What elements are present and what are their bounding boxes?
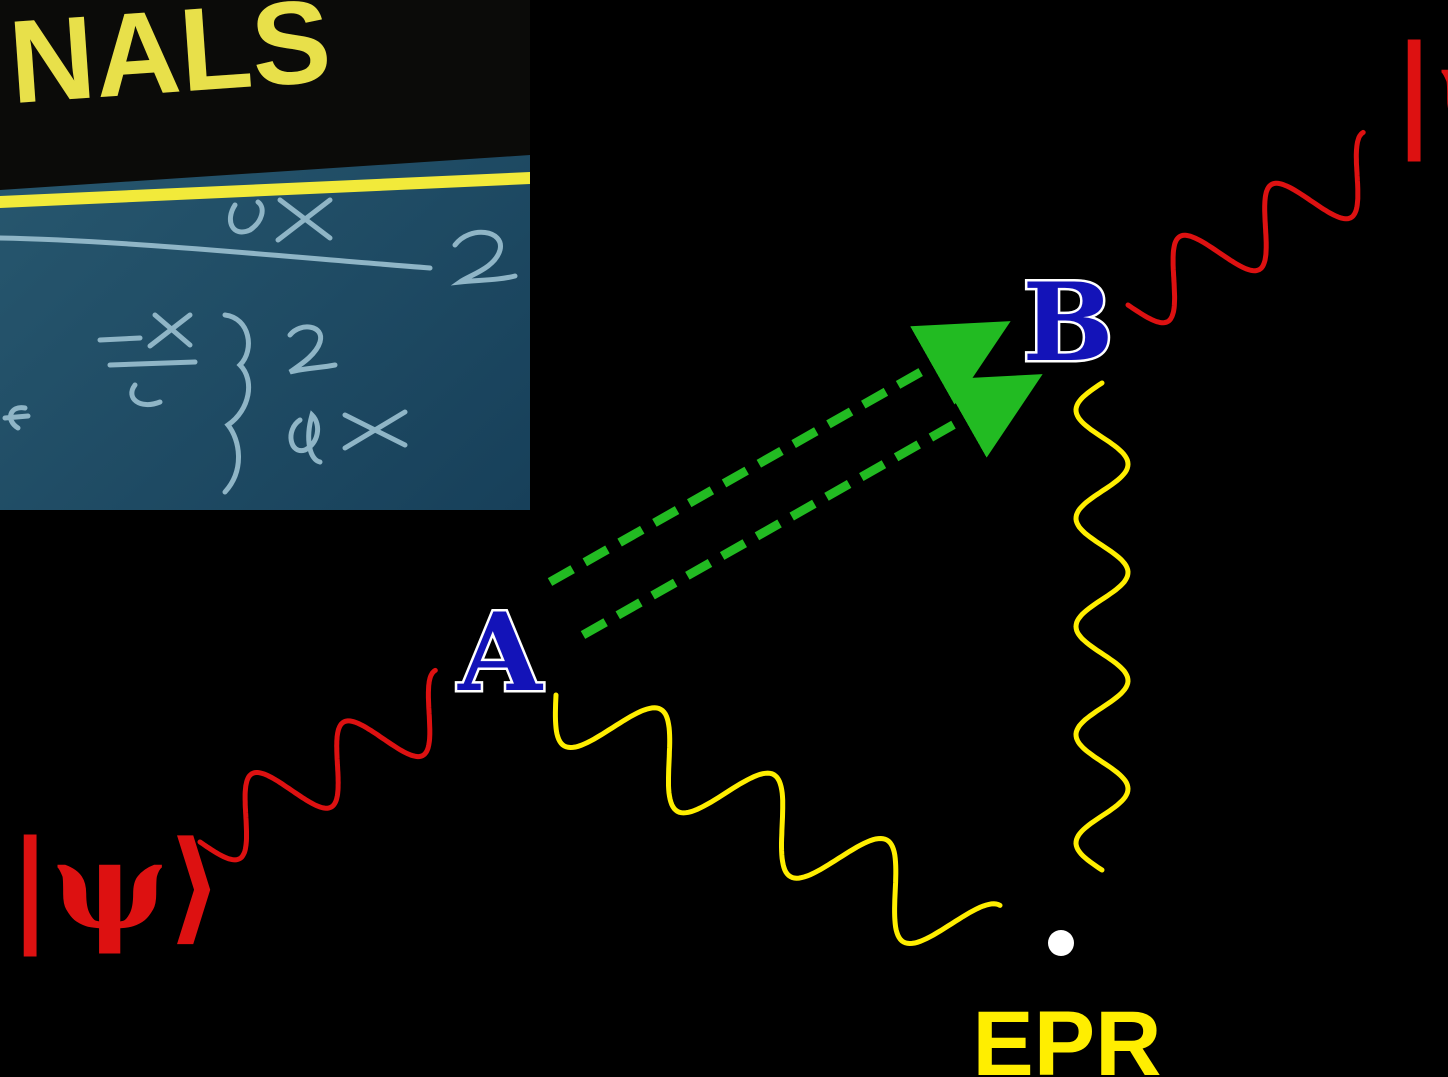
chalkboard-photo: NALS	[0, 0, 530, 510]
frame-stripe	[0, 172, 530, 208]
chalk-title: NALS	[5, 0, 335, 129]
epr-source-dot	[1048, 930, 1074, 956]
node-b-label: B	[1022, 260, 1113, 386]
classical-bit-arrow-2	[580, 374, 1043, 639]
epr-label: EPR	[972, 993, 1161, 1077]
node-a-label: A	[457, 590, 544, 716]
output-qubit-wave	[1125, 129, 1366, 326]
classical-bit-arrow-1	[547, 321, 1011, 586]
input-state-label: |ψ⟩	[8, 813, 223, 957]
input-qubit-wave	[197, 667, 438, 863]
output-state-label: |ψ⟩	[1392, 18, 1448, 162]
entangled-link-a	[552, 692, 1003, 947]
entangled-link-b	[1073, 380, 1131, 873]
dark-band	[0, 0, 530, 190]
chalk-scribbles	[0, 197, 518, 495]
